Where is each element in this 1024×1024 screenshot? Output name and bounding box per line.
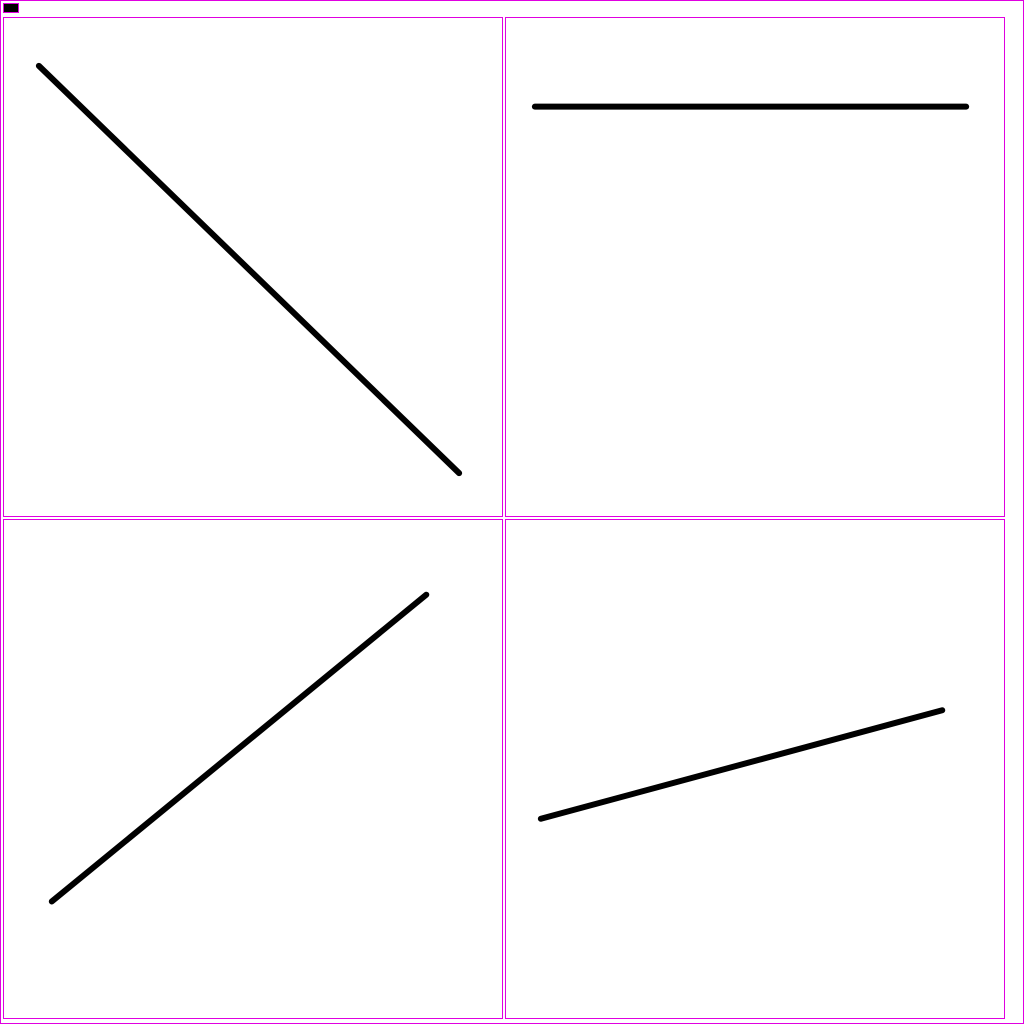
stroke-line-ascending bbox=[48, 591, 430, 905]
panel-bottom-left-drawing bbox=[48, 591, 430, 905]
panel-top-right-drawing bbox=[531, 103, 970, 110]
panel-top-left-drawing bbox=[35, 62, 463, 477]
panel-top-right bbox=[505, 17, 1005, 517]
panel-bottom-right-drawing bbox=[537, 707, 946, 822]
panel-bottom-right bbox=[505, 519, 1005, 1019]
stroke-line-descending bbox=[35, 62, 463, 477]
corner-marker bbox=[3, 3, 19, 13]
panel-top-left bbox=[3, 17, 503, 517]
panel-bottom-left bbox=[3, 519, 503, 1019]
stroke-line-shallow bbox=[537, 707, 946, 822]
